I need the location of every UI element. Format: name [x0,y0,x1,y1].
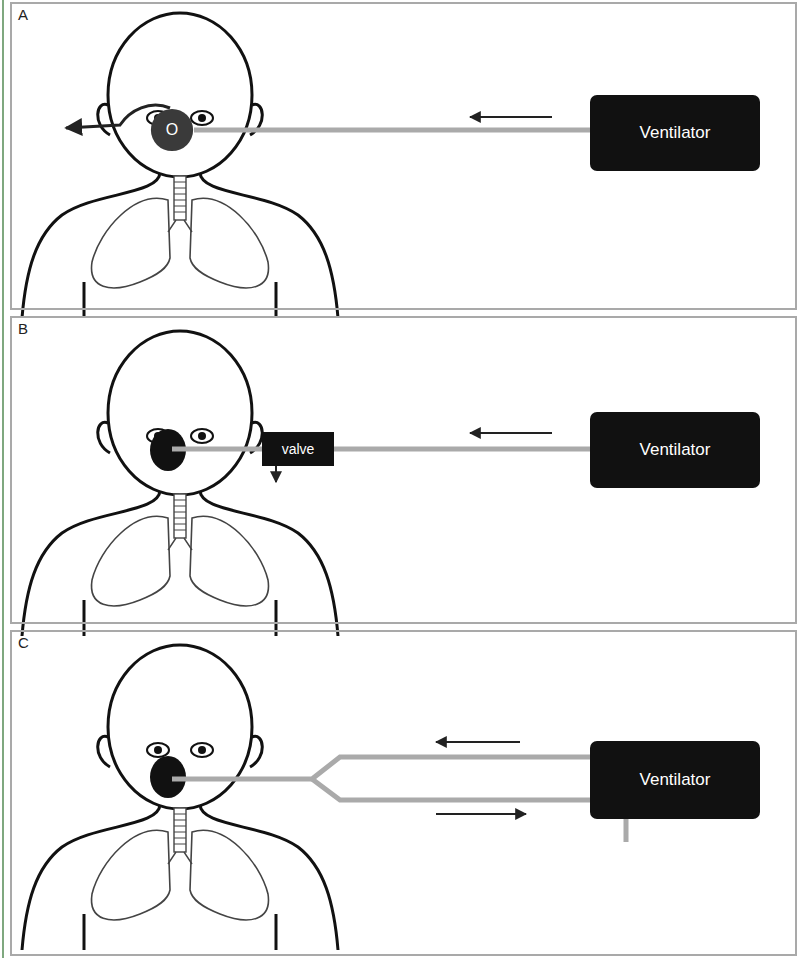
panel-letter: A [18,6,28,23]
ventilator-box: Ventilator [590,412,760,488]
box-label: Ventilator [640,440,711,460]
panel-frame: C Ventilator [10,630,797,956]
box-label: Ventilator [640,123,711,143]
air-tube [334,447,590,452]
ventilator-box: Ventilator [590,741,760,819]
panel-letter: C [18,634,29,651]
box-label: Ventilator [640,770,711,790]
box-label: O [166,121,178,139]
box-label: valve [282,441,315,457]
air-tube [194,128,590,133]
panel-letter: B [18,320,28,337]
valve-box: valve [262,432,334,466]
panel-frame: A O Ventilator [10,2,797,310]
ventilator-box: Ventilator [590,95,760,171]
mask-port: O [150,108,194,152]
panel-frame: Bvalve Ventilator [10,316,797,624]
